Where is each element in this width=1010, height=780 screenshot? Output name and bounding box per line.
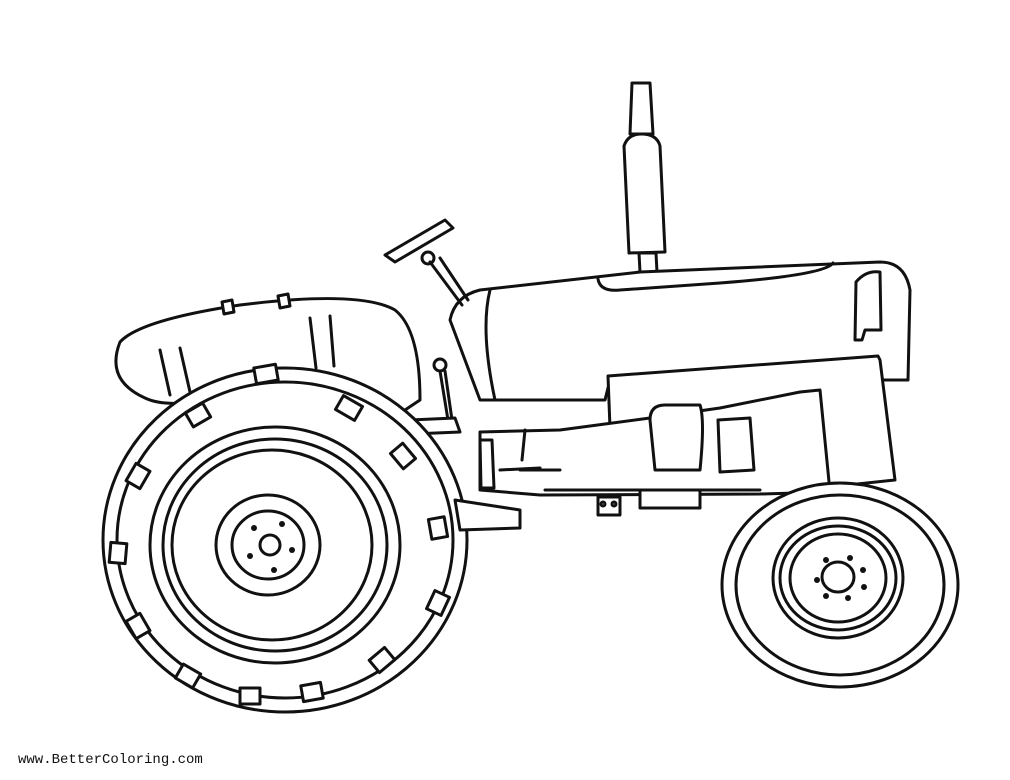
front-wheel xyxy=(720,481,960,689)
tread-lugs xyxy=(107,362,451,706)
rear-wheel xyxy=(101,362,469,714)
engine-block xyxy=(478,388,832,517)
axle-housing xyxy=(453,498,522,532)
steering-wheel xyxy=(383,218,470,307)
exhaust-stack xyxy=(622,81,667,274)
watermark-text: www.BetterColoring.com xyxy=(18,752,203,768)
